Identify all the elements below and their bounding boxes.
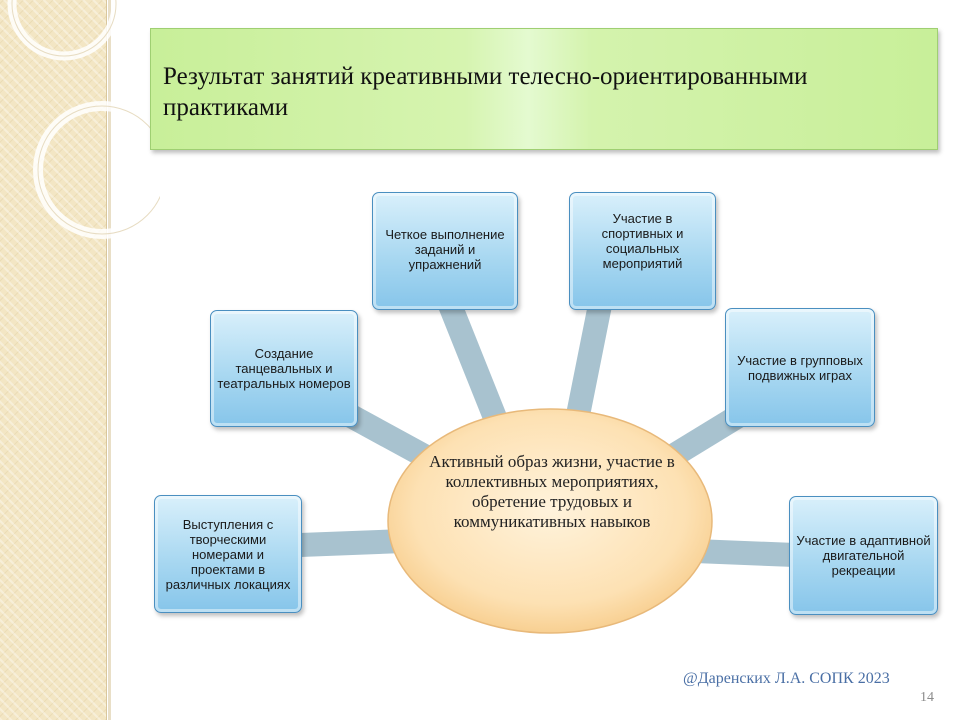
deco-circle-top-outline — [11, 0, 117, 57]
node-top-left-label: Четкое выполнение заданий и упражнений — [385, 227, 505, 272]
page-number: 14 — [920, 690, 934, 705]
center-ellipse — [387, 408, 713, 634]
node-right-bottom-label: Участие в адаптивной двигательной рекреа… — [796, 533, 931, 578]
connector-top-right — [563, 302, 612, 433]
node-left-bottom-label: Выступления с творческими номерами и про… — [165, 516, 291, 592]
node-top-right-label: Участие в спортивных и социальных меропр… — [601, 211, 684, 271]
deco-circle-middle-outline — [37, 105, 160, 235]
node-right-top: Участие в групповых подвижных играх — [725, 308, 875, 427]
node-top-right: Участие в спортивных и социальных меропр… — [569, 192, 716, 310]
node-top-left: Четкое выполнение заданий и упражнений — [372, 192, 518, 310]
title-box: Результат занятий креативными телесно-ор… — [150, 28, 938, 150]
connector-top-left — [438, 300, 512, 435]
node-right-bottom: Участие в адаптивной двигательной рекреа… — [789, 496, 938, 615]
decorative-circles — [7, 0, 160, 239]
node-left-bottom: Выступления с творческими номерами и про… — [154, 495, 302, 613]
slide-title: Результат занятий креативными телесно-ор… — [163, 63, 808, 121]
center-node-text: Активный образ жизни, участие в коллекти… — [429, 452, 675, 531]
node-left-top-label: Создание танцевальных и театральных номе… — [217, 346, 351, 391]
node-left-top: Создание танцевальных и театральных номе… — [210, 310, 358, 427]
decorative-side-line — [108, 0, 111, 720]
decorative-side-strip — [0, 0, 107, 720]
footer-author: @Даренских Л.А. СОПК 2023 — [683, 670, 890, 687]
node-right-top-label: Участие в групповых подвижных играх — [737, 352, 863, 383]
